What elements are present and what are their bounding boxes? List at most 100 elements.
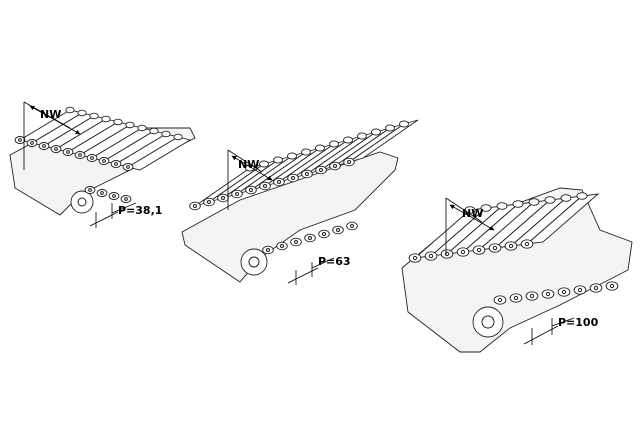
chain-link — [77, 109, 87, 117]
chain-link — [342, 136, 354, 144]
conveyor-slat — [525, 193, 600, 245]
chain-link — [304, 233, 316, 243]
chain-link — [512, 200, 524, 208]
chain-pin — [192, 203, 198, 209]
conveyor-small: NW P=38,1 — [9, 101, 196, 228]
chain-link — [384, 124, 396, 132]
chain-link — [589, 283, 603, 293]
chain-link — [113, 118, 123, 126]
chain-link — [65, 106, 75, 114]
chain-pin — [593, 285, 599, 291]
chain-link — [50, 145, 62, 153]
chain-link — [329, 161, 341, 171]
chain-link — [370, 128, 382, 136]
chain-pin — [114, 162, 118, 166]
chain-pin — [88, 188, 92, 192]
chain-link — [272, 156, 284, 164]
chain-pin — [444, 251, 450, 257]
chain-link — [332, 225, 344, 235]
chain-link — [301, 169, 313, 179]
chain-pin — [492, 245, 498, 251]
chain-pin — [206, 199, 212, 205]
chain-pin — [112, 194, 116, 198]
chain-link — [440, 249, 454, 259]
chain-link — [318, 229, 330, 239]
chain-link — [259, 181, 271, 191]
chain-link — [488, 243, 502, 253]
chain-pin — [346, 159, 352, 165]
conveyor-large-nw-label: NW — [462, 207, 483, 220]
chain-pin — [265, 247, 271, 253]
chain-pin — [279, 243, 285, 249]
chain-link — [173, 133, 183, 141]
chain-link — [14, 136, 26, 144]
conveyor-slat — [126, 136, 192, 171]
chain-pin — [545, 291, 551, 297]
chain-link — [120, 195, 132, 203]
chain-link — [509, 293, 523, 303]
chain-link — [203, 197, 215, 207]
chain-pin — [307, 235, 313, 241]
chain-pin — [126, 165, 130, 169]
chain-pin — [460, 249, 466, 255]
chain-link — [493, 295, 507, 305]
chain-link — [541, 289, 555, 299]
chain-link — [26, 139, 38, 147]
chain-pin — [90, 156, 94, 160]
chain-pin — [321, 231, 327, 237]
conveyor-medium-sprocket — [240, 248, 268, 276]
conveyor-large-pitch-label: P=100 — [558, 316, 599, 329]
chain-pin — [609, 283, 615, 289]
chain-pin — [66, 150, 70, 154]
chain-link — [189, 201, 201, 211]
conveyor-large-sprocket — [472, 306, 504, 338]
chain-pin — [428, 253, 434, 259]
chain-pin — [234, 191, 240, 197]
chain-link — [217, 193, 229, 203]
chain-link — [472, 245, 486, 255]
conveyor-medium-pitch-label: P=63 — [318, 255, 351, 268]
chain-link — [328, 140, 340, 148]
chain-link — [149, 127, 159, 135]
chain-link — [544, 196, 556, 204]
chain-link — [273, 177, 285, 187]
chain-link — [89, 112, 99, 120]
chain-pin — [100, 191, 104, 195]
chain-link — [84, 186, 96, 194]
chain-link — [573, 285, 587, 295]
conveyor-medium-nw-label: NW — [238, 158, 259, 171]
chain-link — [346, 221, 358, 231]
chain-link — [528, 198, 540, 206]
chain-link — [38, 142, 50, 150]
chain-link — [456, 247, 470, 257]
conveyor-slat — [348, 119, 419, 163]
chain-link — [101, 115, 111, 123]
chain-pin — [332, 163, 338, 169]
conveyor-medium-chain — [189, 120, 410, 255]
chain-link — [520, 239, 534, 249]
chain-link — [496, 202, 508, 210]
chain-link — [110, 160, 122, 168]
chain-pin — [508, 243, 514, 249]
chain-pin — [102, 159, 106, 163]
chain-link — [343, 157, 355, 167]
chain-link — [137, 124, 147, 132]
conveyor-small-chain — [14, 106, 183, 203]
chain-link — [314, 144, 326, 152]
chain-link — [286, 152, 298, 160]
chain-link — [290, 237, 302, 247]
chain-pin — [577, 287, 583, 293]
chain-pin — [30, 141, 34, 145]
chain-pin — [220, 195, 226, 201]
chain-link — [408, 253, 422, 263]
chain-link — [287, 173, 299, 183]
chain-link — [300, 148, 312, 156]
chain-pin — [513, 295, 519, 301]
chain-pin — [561, 289, 567, 295]
chain-link — [557, 287, 571, 297]
chain-pin — [318, 167, 324, 173]
chain-link — [161, 130, 171, 138]
chain-pin — [335, 227, 341, 233]
chain-pin — [524, 241, 530, 247]
conveyor-large: NW P=100 — [401, 187, 633, 353]
